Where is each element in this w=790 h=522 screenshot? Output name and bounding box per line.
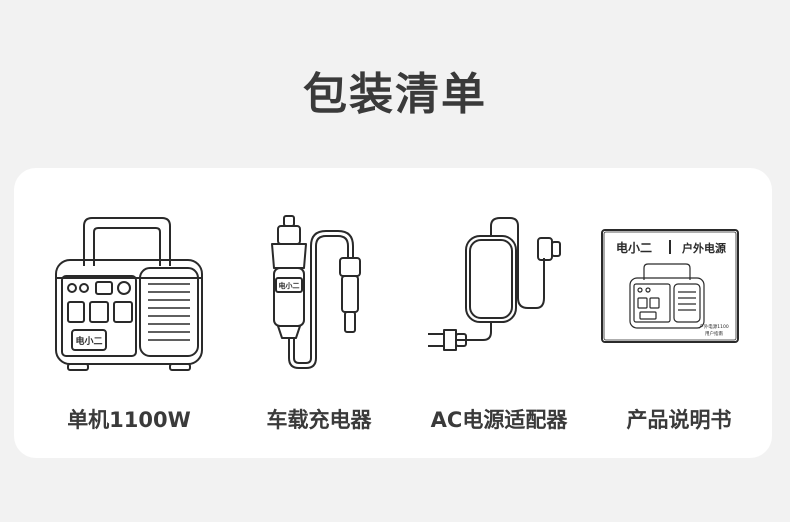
charger-brand-text: 电小二 xyxy=(279,281,300,290)
item-label: AC电源适配器 xyxy=(430,408,568,432)
packing-item-manual: 电小二 户外电源 户外电源1100 用户指南 产品说明书 xyxy=(594,168,764,458)
packing-item-ac-adapter: AC电源适配器 xyxy=(414,168,584,458)
manual-icon: 电小二 户外电源 户外电源1100 用户指南 xyxy=(601,229,739,343)
item-label: 车载充电器 xyxy=(266,408,372,432)
manual-brand-text: 电小二 xyxy=(616,240,652,255)
item-label: 单机1100W xyxy=(67,408,191,432)
manual-small-line2: 用户指南 xyxy=(705,330,723,337)
car-charger-icon: 电小二 xyxy=(271,215,361,369)
device-brand-text: 电小二 xyxy=(75,335,102,347)
ac-adapter-icon xyxy=(428,217,561,351)
power-station-icon: 电小二 xyxy=(55,217,203,371)
packing-item-power-station: 电小二 单机1100W xyxy=(44,168,214,458)
item-label: 产品说明书 xyxy=(626,408,732,432)
page-title: 包装清单 xyxy=(303,69,487,120)
packing-list-card: 电小二 单机1100W 电小二 车载充电器 xyxy=(14,168,772,458)
packing-item-car-charger: 电小二 车载充电器 xyxy=(234,168,404,458)
manual-subtitle-text: 户外电源 xyxy=(682,241,726,255)
manual-small-line1: 户外电源1100 xyxy=(699,323,729,330)
